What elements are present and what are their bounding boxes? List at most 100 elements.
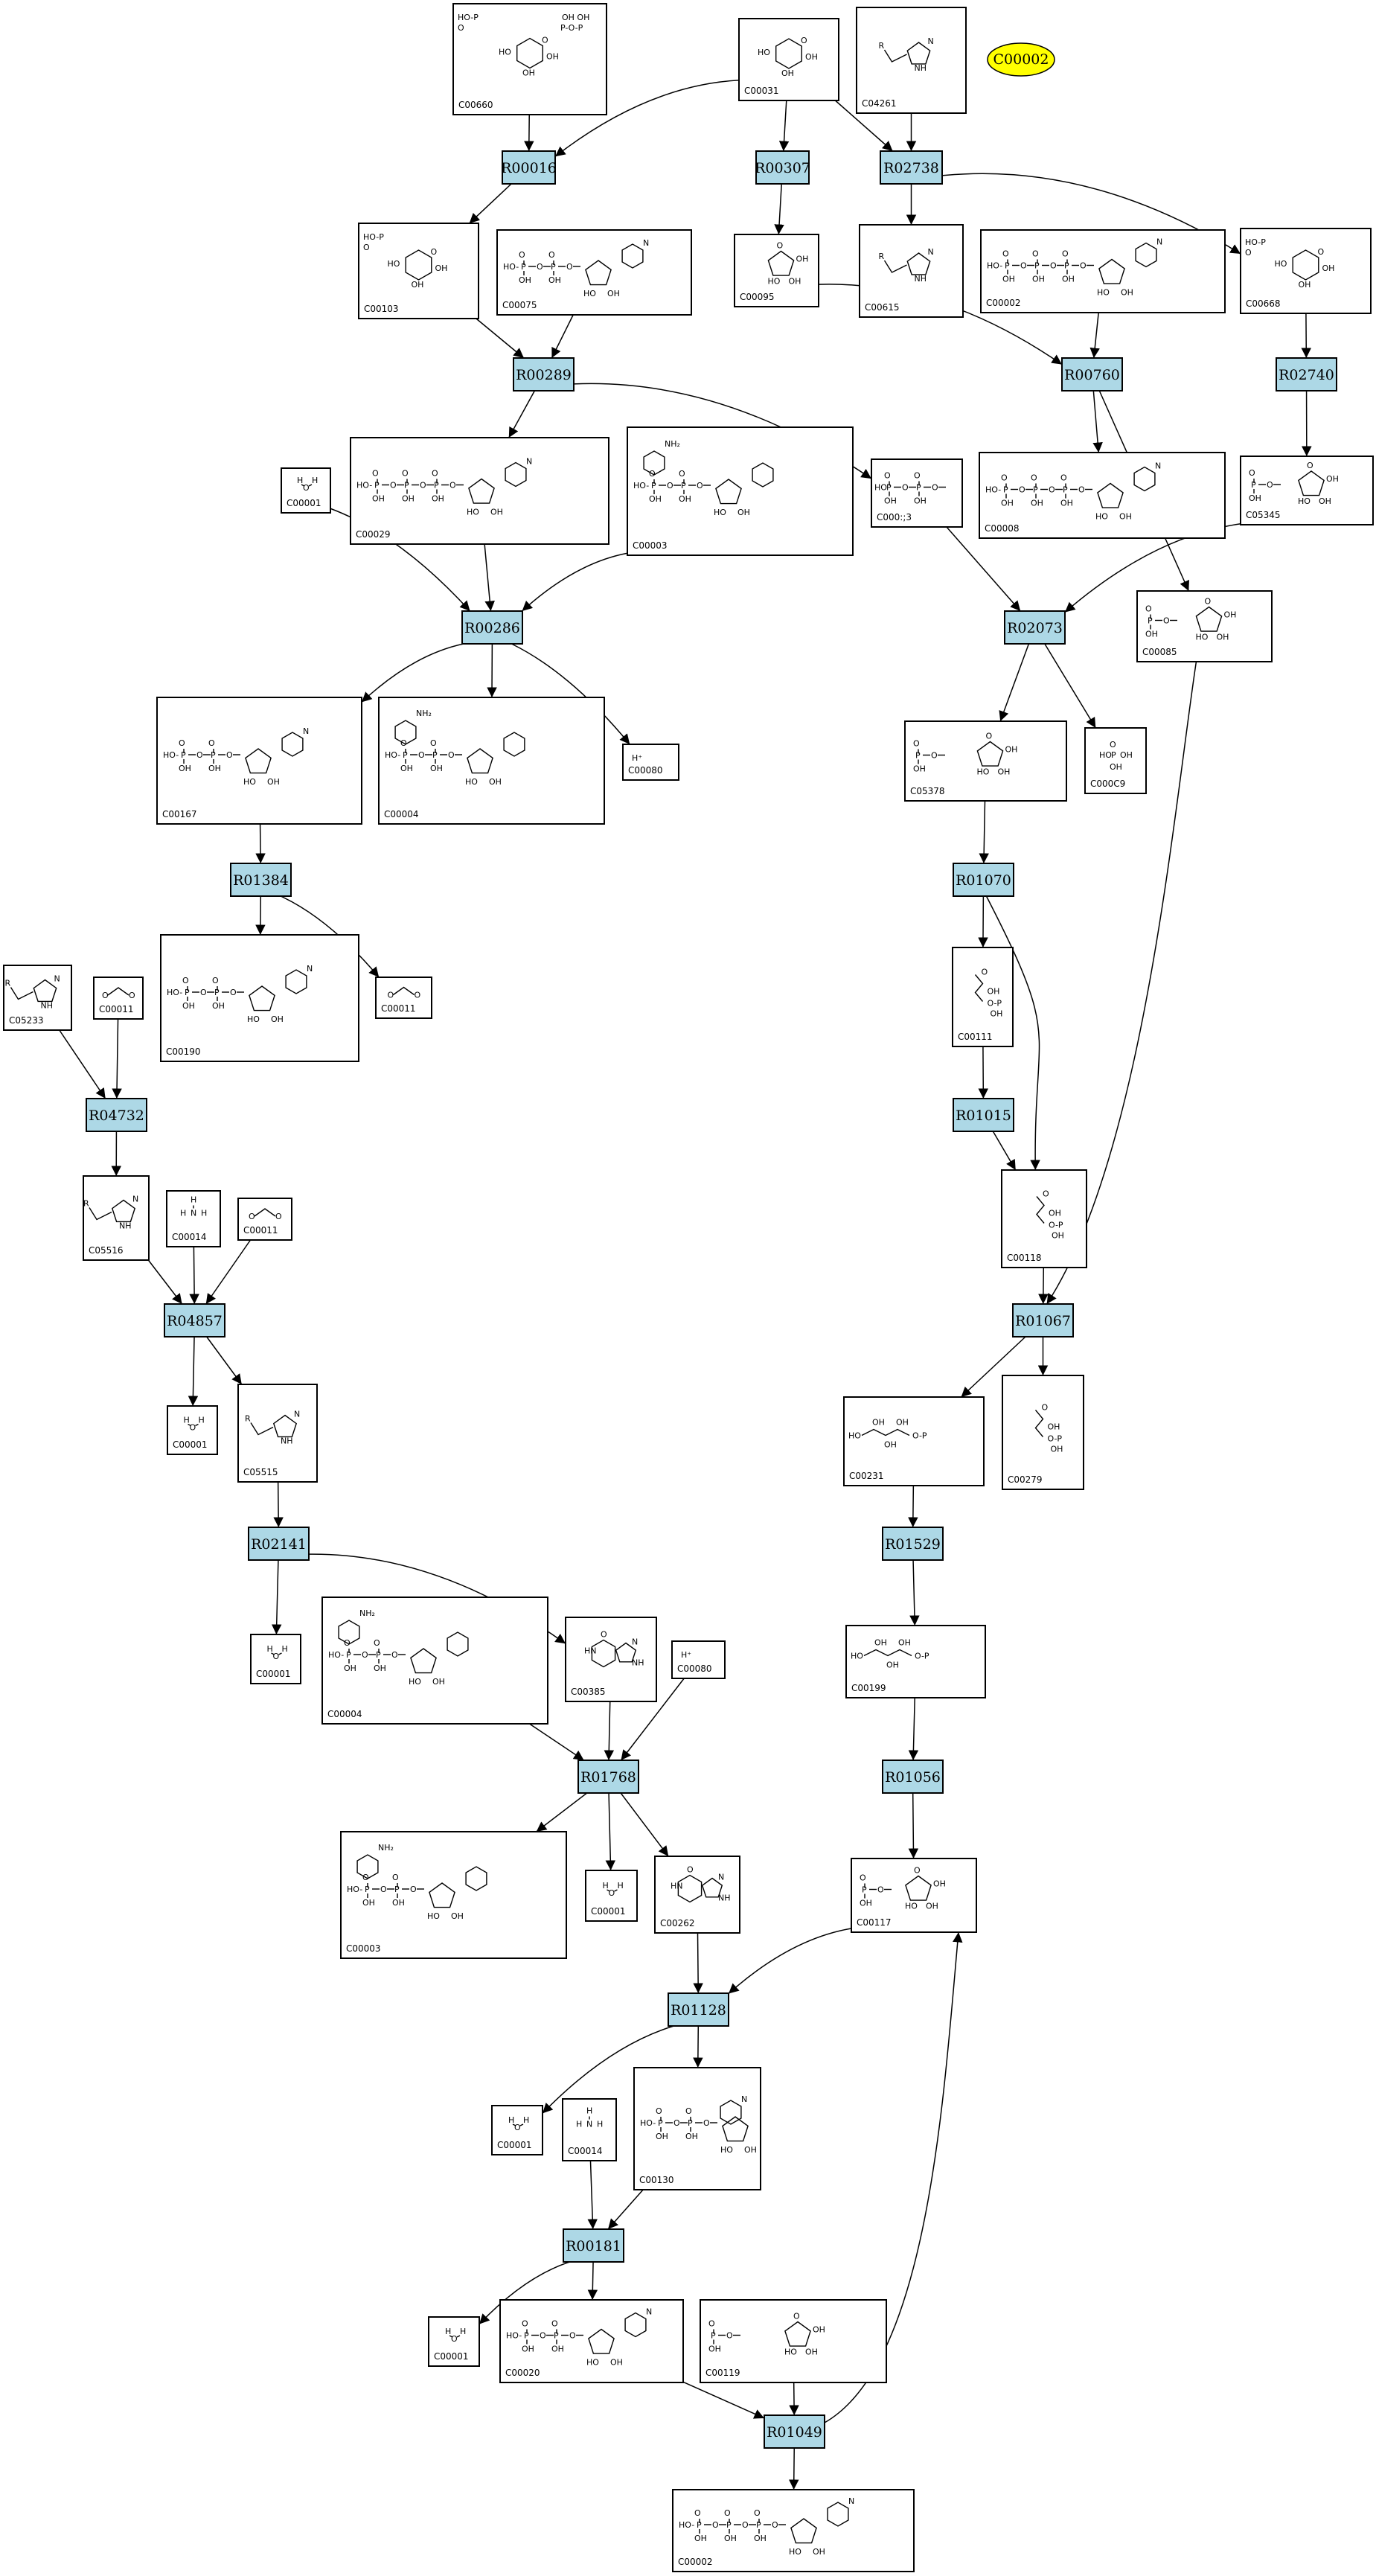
reaction-node-r04732[interactable]: R04732	[86, 1098, 147, 1132]
reaction-node-r01128[interactable]: R01128	[668, 1992, 729, 2027]
reaction-node-r02738[interactable]: R02738	[880, 150, 943, 185]
svg-text:HO: HO	[851, 1652, 863, 1661]
reaction-node-r01067[interactable]: R01067	[1012, 1303, 1074, 1337]
svg-text:N: N	[646, 2307, 652, 2317]
reaction-node-r01529[interactable]: R01529	[882, 1527, 944, 1561]
edge-arrow-R00181-to-c00001f	[479, 2261, 570, 2325]
edge-arrow-R00181-to-c00020	[587, 2261, 598, 2301]
compound-id-label: C00103	[364, 304, 399, 314]
reaction-node-r01049[interactable]: R01049	[764, 2414, 825, 2449]
svg-text:OH: OH	[886, 1661, 899, 1670]
reaction-node-r00307[interactable]: R00307	[755, 150, 810, 185]
reaction-node-r00760[interactable]: R00760	[1061, 357, 1123, 391]
compound-box	[585, 1870, 638, 1922]
reaction-node-r00181[interactable]: R00181	[563, 2228, 624, 2263]
svg-text:H: H	[586, 2106, 592, 2116]
reaction-id-label: R04857	[167, 1313, 223, 1329]
reaction-node-r00286[interactable]: R00286	[461, 610, 523, 645]
reaction-node-r00016[interactable]: R00016	[501, 150, 557, 185]
reaction-node-r04857[interactable]: R04857	[164, 1303, 225, 1337]
compound-id-label: C00001	[287, 498, 321, 508]
compound-id-label: C00130	[639, 2175, 674, 2185]
reaction-node-r01070[interactable]: R01070	[953, 863, 1014, 897]
compound-node-c00080[interactable]: H⁺C00080	[622, 744, 679, 781]
svg-text:OH: OH	[489, 777, 502, 787]
reaction-node-r02073[interactable]: R02073	[1004, 610, 1066, 645]
reaction-node-r01056[interactable]: R01056	[882, 1760, 944, 1794]
edge-arrow-R00286-to-c00080a	[511, 643, 630, 745]
edge-arrow-R01529-to-c00199	[909, 1559, 920, 1626]
svg-text:HO-: HO-	[633, 481, 649, 490]
reaction-box	[953, 1098, 1014, 1132]
legend-compound[interactable]: C00002	[987, 42, 1055, 77]
edge-arrow-c00011b-to-R04732	[112, 1018, 122, 1099]
svg-text:P: P	[214, 988, 220, 997]
reaction-node-r02740[interactable]: R02740	[1276, 357, 1337, 391]
reaction-node-r01768[interactable]: R01768	[577, 1760, 639, 1794]
reaction-node-r02141[interactable]: R02141	[248, 1527, 310, 1561]
svg-text:HN: HN	[584, 1646, 597, 1656]
edge-arrow-c00119-to-R01049	[789, 2382, 799, 2416]
svg-text:H: H	[297, 476, 303, 485]
svg-text:NH₂: NH₂	[359, 1608, 375, 1618]
svg-text:O-P: O-P	[1049, 1221, 1063, 1230]
reaction-node-r01015[interactable]: R01015	[953, 1098, 1014, 1132]
reaction-node-r00289[interactable]: R00289	[513, 357, 575, 391]
compound-node-c00080[interactable]: H⁺C00080	[671, 1640, 726, 1679]
svg-text:P: P	[185, 988, 190, 997]
reaction-node-r01384[interactable]: R01384	[230, 863, 292, 897]
svg-text:HO: HO	[243, 777, 256, 787]
